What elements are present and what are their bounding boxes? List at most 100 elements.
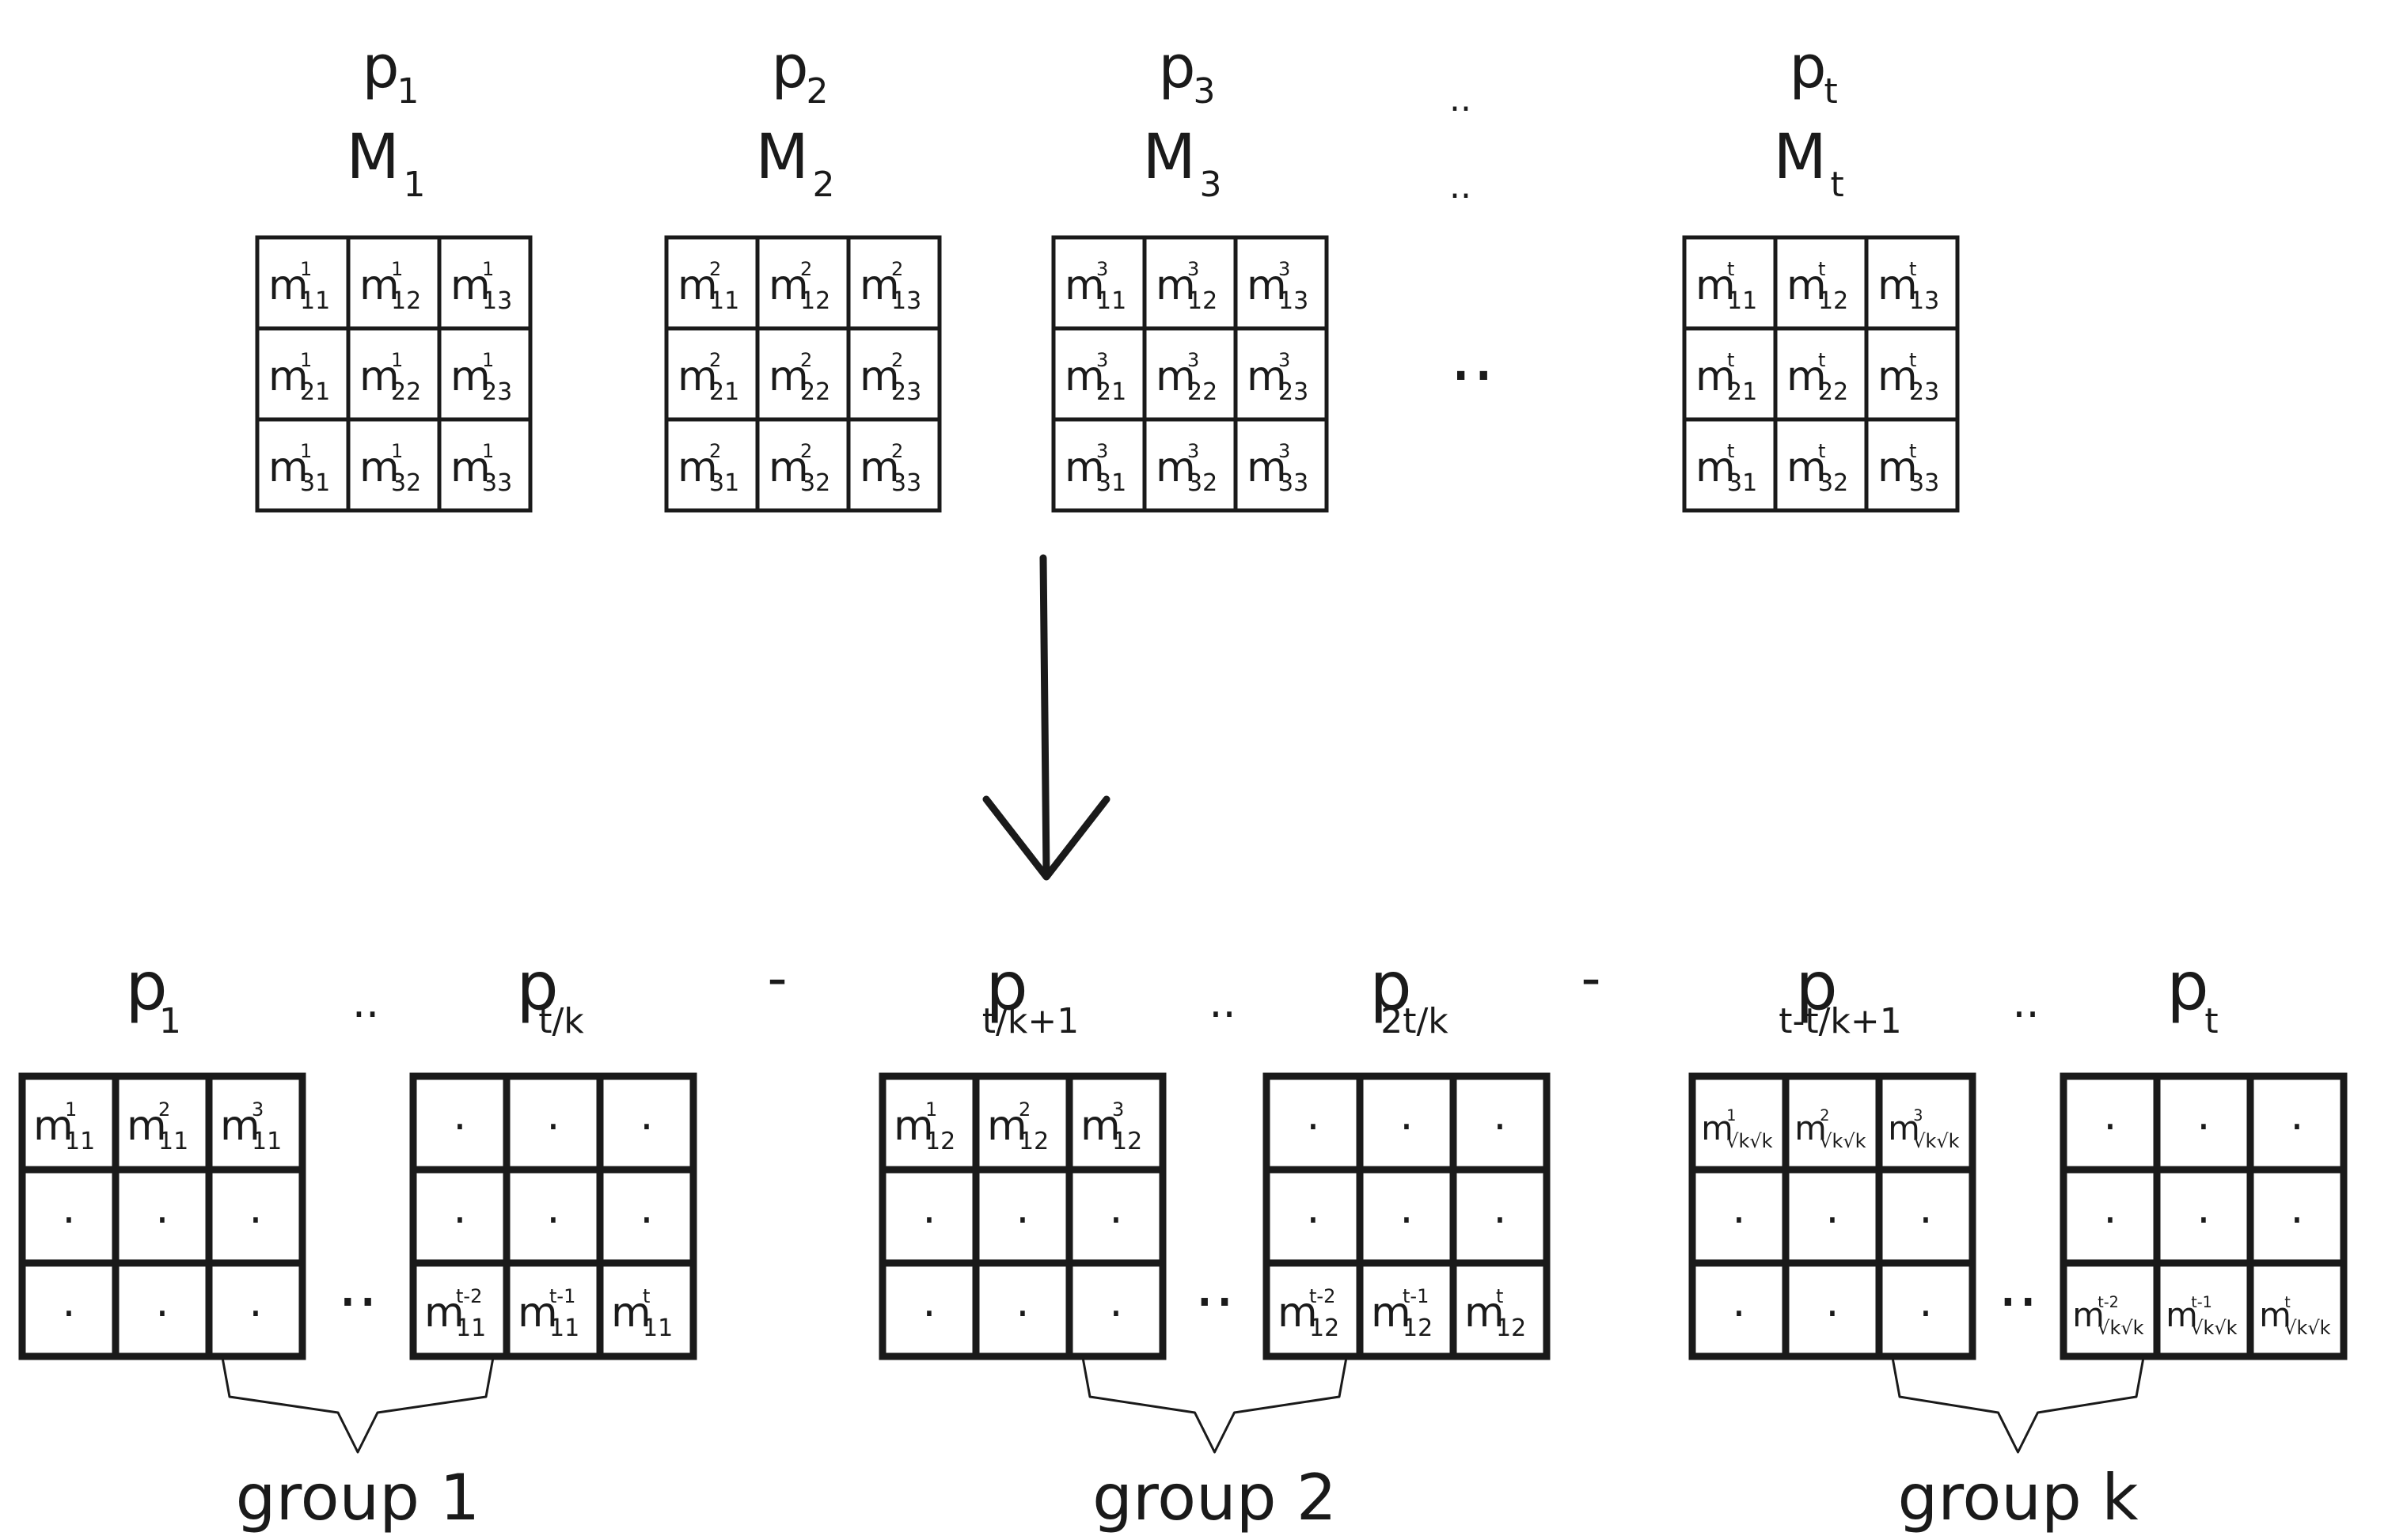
cell-subscript: 11 bbox=[456, 1314, 486, 1342]
dot: . bbox=[2196, 1090, 2210, 1140]
cell-subscript: 12 bbox=[1112, 1128, 1142, 1155]
cell-superscript: 2 bbox=[1820, 1106, 1829, 1125]
processor-label: p bbox=[985, 947, 1027, 1025]
processor-subscript: 3 bbox=[1194, 71, 1216, 112]
matrix-label: M bbox=[1143, 122, 1196, 193]
cell-letter: m bbox=[450, 444, 491, 491]
cell-letter: m bbox=[518, 1289, 558, 1337]
ellipsis: .. bbox=[338, 1247, 378, 1321]
cell-letter: m bbox=[268, 353, 309, 400]
dot: . bbox=[1732, 1276, 1745, 1326]
left-matrix-grid bbox=[1688, 1072, 1976, 1360]
cell-letter: m bbox=[2072, 1295, 2105, 1334]
cell-subscript: 13 bbox=[1909, 287, 1939, 315]
cell-subscript: 11 bbox=[1096, 287, 1126, 315]
cell-letter: m bbox=[1065, 444, 1105, 491]
dot: . bbox=[546, 1090, 560, 1140]
dot: . bbox=[1109, 1183, 1122, 1233]
dot: . bbox=[922, 1183, 936, 1233]
cell-letter: m bbox=[1877, 444, 1918, 491]
right-matrix-grid bbox=[2060, 1072, 2348, 1360]
cell-letter: m bbox=[1695, 353, 1736, 400]
cell-subscript: 11 bbox=[65, 1128, 95, 1155]
cell-subscript: √k√k bbox=[1913, 1130, 1959, 1152]
cell-letter: m bbox=[1786, 353, 1827, 400]
dot: . bbox=[62, 1183, 75, 1233]
cell-letter: m bbox=[1247, 262, 1287, 309]
dot: . bbox=[1825, 1183, 1839, 1233]
cell-letter: m bbox=[450, 353, 491, 400]
dot: . bbox=[1919, 1183, 1932, 1233]
cell-subscript: 23 bbox=[1278, 378, 1308, 406]
dot: . bbox=[1016, 1276, 1029, 1326]
cell-superscript: 1 bbox=[482, 349, 494, 371]
cell-superscript: 3 bbox=[1278, 258, 1290, 280]
cell-subscript: 33 bbox=[1909, 469, 1939, 497]
cell-superscript: 2 bbox=[800, 258, 812, 280]
cell-superscript: 3 bbox=[1096, 258, 1108, 280]
processor-subscript: 2 bbox=[807, 71, 829, 112]
cell-subscript: 32 bbox=[1187, 469, 1217, 497]
processor-subscript: 1 bbox=[397, 71, 420, 112]
cell-superscript: t bbox=[1727, 349, 1734, 371]
cell-subscript: 33 bbox=[891, 469, 921, 497]
dot: . bbox=[922, 1276, 936, 1326]
cell-superscript: 1 bbox=[925, 1098, 937, 1121]
group-label: group 1 bbox=[236, 1461, 480, 1534]
cell-letter: m bbox=[1786, 262, 1827, 309]
cell-subscript: 33 bbox=[482, 469, 512, 497]
matrix-subscript: t bbox=[1831, 165, 1844, 205]
dot: . bbox=[249, 1276, 262, 1326]
cell-superscript: 1 bbox=[300, 349, 312, 371]
group-label: group k bbox=[1897, 1461, 2139, 1534]
grid-border bbox=[1262, 1072, 1551, 1360]
cell-subscript: 22 bbox=[800, 378, 830, 406]
grid-border bbox=[409, 1072, 697, 1360]
cell-subscript: √k√k bbox=[2284, 1317, 2330, 1339]
cell-superscript: t-1 bbox=[2191, 1293, 2212, 1311]
cell-subscript: √k√k bbox=[2191, 1317, 2237, 1339]
cell-superscript: 3 bbox=[1278, 440, 1290, 462]
cell-superscript: t bbox=[1496, 1285, 1503, 1307]
cell-subscript: 21 bbox=[300, 378, 330, 406]
cell-superscript: 2 bbox=[709, 258, 721, 280]
cell-letter: m bbox=[1156, 262, 1196, 309]
cell-superscript: 1 bbox=[300, 440, 312, 462]
processor-subscript: t/k+1 bbox=[982, 1001, 1079, 1041]
dot: . bbox=[1825, 1276, 1839, 1326]
matrix-subscript: 1 bbox=[404, 165, 426, 205]
cell-subscript: 12 bbox=[1496, 1314, 1526, 1342]
cell-subscript: 22 bbox=[1818, 378, 1848, 406]
cell-subscript: 23 bbox=[482, 378, 512, 406]
cell-subscript: 11 bbox=[549, 1314, 579, 1342]
cell-letter: m bbox=[1080, 1102, 1121, 1150]
processor-subscript: 1 bbox=[159, 1001, 181, 1041]
grid-border bbox=[255, 235, 533, 513]
cell-superscript: 1 bbox=[482, 258, 494, 280]
cell-subscript: 31 bbox=[1727, 469, 1757, 497]
cell-letter: m bbox=[220, 1102, 260, 1150]
cell-letter: m bbox=[1065, 262, 1105, 309]
cell-superscript: 1 bbox=[65, 1098, 77, 1121]
left-matrix-grid bbox=[18, 1072, 306, 1360]
cell-subscript: 22 bbox=[1187, 378, 1217, 406]
processor-label: p bbox=[1790, 33, 1827, 101]
cell-letter: m bbox=[678, 262, 718, 309]
matrix-subscript: 3 bbox=[1200, 165, 1222, 205]
dot: . bbox=[1306, 1183, 1319, 1233]
cell-subscript: √k√k bbox=[1726, 1130, 1772, 1152]
dot: . bbox=[1732, 1183, 1745, 1233]
processor-label: p bbox=[772, 33, 809, 101]
dot: . bbox=[1399, 1090, 1413, 1140]
cell-subscript: 32 bbox=[391, 469, 421, 497]
cell-subscript: 13 bbox=[482, 287, 512, 315]
cell-superscript: 2 bbox=[1019, 1098, 1031, 1121]
group-label: group 2 bbox=[1092, 1461, 1337, 1534]
cell-letter: m bbox=[1888, 1109, 1920, 1147]
matrix-label: M bbox=[347, 122, 400, 193]
cell-subscript: 31 bbox=[709, 469, 739, 497]
cell-superscript: t-2 bbox=[1309, 1285, 1335, 1307]
